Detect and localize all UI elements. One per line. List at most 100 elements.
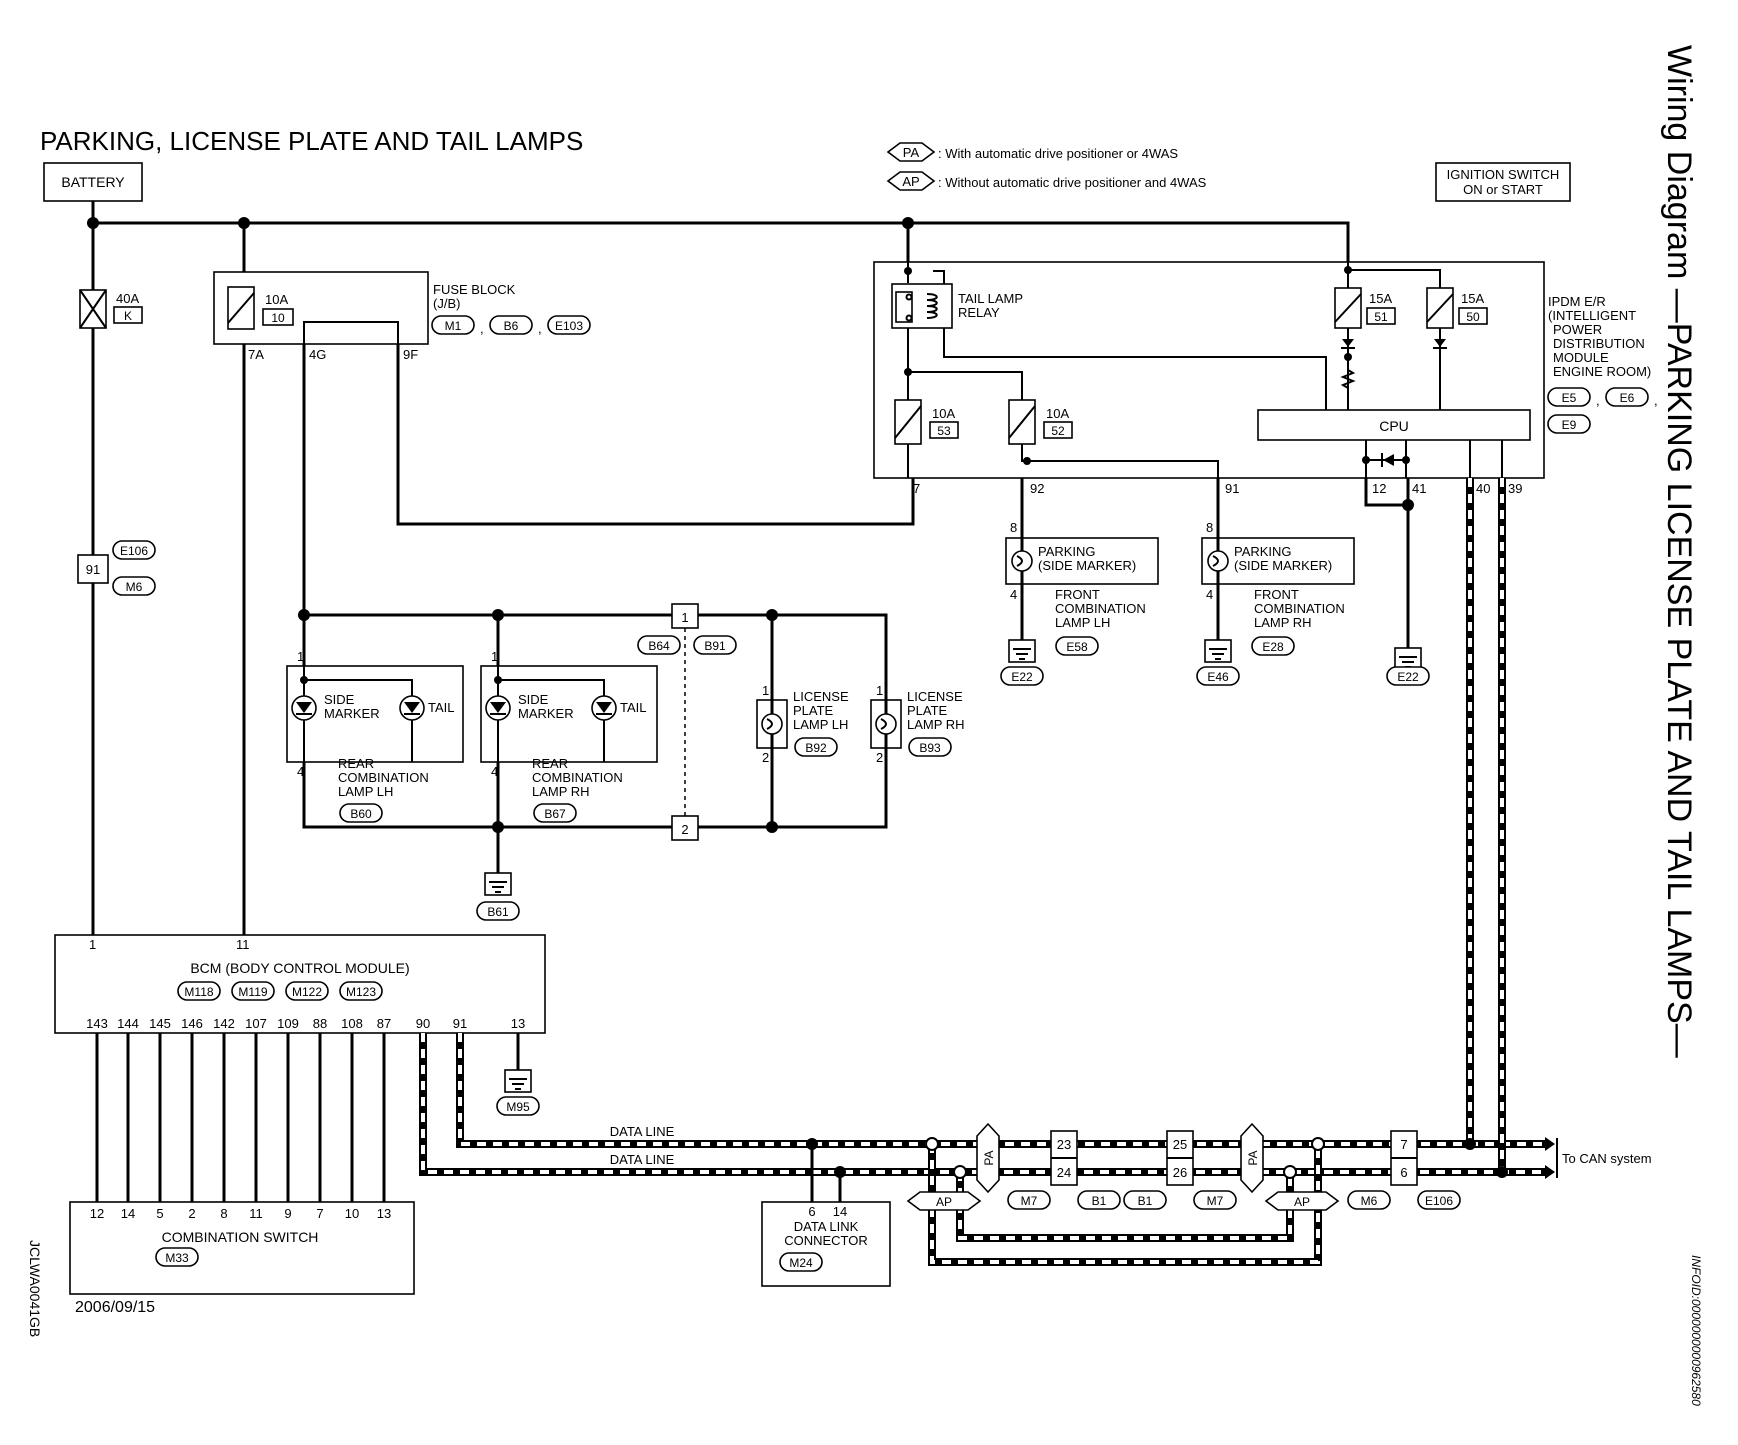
connector-badge — [496, 1096, 540, 1116]
legend-pa-code: PA — [903, 145, 920, 160]
wire-to-ipdm-pin-7 — [396, 344, 915, 526]
fuse-amp: 10A — [265, 292, 288, 307]
battery-label: BATTERY — [61, 174, 125, 190]
fuse-id-box — [1366, 307, 1396, 325]
connector-badge — [1193, 1190, 1237, 1210]
splice-dot — [904, 267, 912, 275]
connector-badge — [693, 635, 737, 655]
splice-dot — [1344, 353, 1352, 361]
data-link-label: CONNECTOR — [784, 1233, 868, 1248]
joint-pin: 1 — [681, 610, 688, 625]
wire — [906, 223, 1350, 262]
ground-box — [504, 1069, 532, 1093]
ground-icon — [509, 1078, 527, 1090]
pa-option-badge — [1240, 1122, 1264, 1194]
ap-option-badge — [906, 1191, 982, 1211]
pin-label: 14 — [833, 1204, 847, 1219]
combination-switch-pin: 7 — [316, 1206, 323, 1221]
option-split-circle — [1311, 1137, 1325, 1151]
connector-id: B1 — [1138, 1194, 1153, 1208]
relay-label: RELAY — [958, 305, 1000, 320]
pin-label: 4 — [1206, 587, 1213, 602]
led-symbol — [596, 702, 612, 713]
pin-label: 2 — [876, 750, 883, 765]
rear-lh-name: COMBINATION — [338, 770, 429, 785]
to-can-system-label: To CAN system — [1562, 1151, 1652, 1166]
rear-rh-tail-label: TAIL — [620, 700, 647, 715]
splice-dot — [1023, 457, 1031, 465]
pin-label: 39 — [1508, 481, 1522, 496]
data-line-label: DATA LINE — [610, 1124, 675, 1139]
relay-coil-control-wire — [933, 270, 1327, 410]
connector-badge — [285, 981, 329, 1001]
splice-dot — [1464, 1138, 1476, 1150]
arrow-right-icon — [1545, 1165, 1555, 1179]
license-lh-name: PLATE — [793, 703, 834, 718]
combination-switch-label: COMBINATION SWITCH — [162, 1229, 319, 1245]
connector-badge — [476, 901, 520, 921]
ipdm-label: POWER — [1553, 322, 1602, 337]
led-symbol — [296, 702, 312, 713]
led-symbol — [490, 702, 506, 713]
fuse-id-box — [1043, 421, 1073, 439]
connector-badge — [112, 540, 156, 560]
ipdm-label: IPDM E/R — [1548, 294, 1606, 309]
connector-id: B60 — [350, 807, 372, 821]
combination-switch-pin: 5 — [156, 1206, 163, 1221]
pin-label: 92 — [1030, 481, 1044, 496]
splice-dot — [492, 609, 504, 621]
splice-dot — [1402, 499, 1414, 511]
pin-label: 2 — [762, 750, 769, 765]
pin-label: 8 — [1010, 520, 1017, 535]
bcm-label: BCM (BODY CONTROL MODULE) — [190, 960, 409, 976]
connector-id: M33 — [165, 1251, 189, 1265]
ground-box — [1008, 639, 1036, 663]
connector-badge — [1007, 1190, 1051, 1210]
separator: , — [1654, 393, 1658, 408]
relay-contact — [905, 293, 913, 301]
connector-id: M122 — [292, 985, 322, 999]
connector-badge — [1547, 414, 1591, 434]
rear-combination-lamp-lh — [286, 665, 464, 763]
fuse-amp: 10A — [1046, 406, 1069, 421]
data-line-label: DATA LINE — [610, 1152, 675, 1167]
diode-icon — [1383, 454, 1394, 466]
connector-id: M24 — [789, 1256, 813, 1270]
pin-label: 8 — [1206, 520, 1213, 535]
connector-id: E28 — [1262, 640, 1284, 654]
rear-rh-side-label: SIDE — [518, 692, 549, 707]
combination-switch-pin: 13 — [377, 1206, 391, 1221]
ground-icon — [1209, 648, 1227, 660]
rear-lh-name: LAMP LH — [338, 784, 393, 799]
pin-label: 1 — [491, 649, 498, 664]
diagram-date: 2006/09/15 — [75, 1299, 155, 1316]
connector-badge — [339, 981, 383, 1001]
legend: PA : With automatic drive positioner or … — [886, 142, 1207, 191]
rear-combination-lamp-rh — [480, 665, 658, 763]
combination-switch-pin: 9 — [284, 1206, 291, 1221]
connector-badge — [489, 315, 533, 335]
rear-lh-side-label: MARKER — [324, 706, 380, 721]
joint-pin: 2 — [681, 822, 688, 837]
bcm-pin-label: 87 — [377, 1016, 391, 1031]
connector-badge — [112, 576, 156, 596]
license-rh-name: PLATE — [907, 703, 948, 718]
ipdm-label: MODULE — [1553, 350, 1609, 365]
connector-badge — [533, 803, 577, 823]
license-lh-name: LICENSE — [793, 689, 849, 704]
connector-badge — [1547, 387, 1591, 407]
splice-dot — [766, 821, 778, 833]
pin-label: 11 — [236, 937, 250, 952]
bulb-filament — [1212, 555, 1219, 567]
bcm-pin-label: 108 — [341, 1016, 363, 1031]
fusible-link-id-box — [113, 306, 143, 324]
pin-label: 4G — [309, 347, 326, 362]
rear-lh-name: REAR — [338, 756, 374, 771]
fuse-id: 51 — [1374, 310, 1388, 324]
pa-option-code: PA — [982, 1150, 996, 1165]
can-connector-pin: 26 — [1173, 1165, 1187, 1180]
wire — [908, 371, 1023, 400]
can-connector-pin: 23 — [1057, 1137, 1071, 1152]
splice-dot — [494, 676, 502, 684]
